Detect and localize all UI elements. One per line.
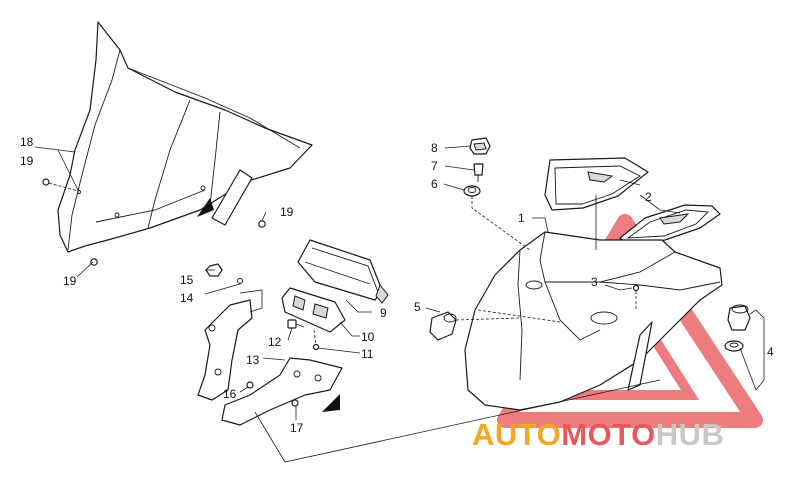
mounting-bracket (197, 299, 253, 401)
callout-6: 6 (431, 177, 438, 191)
watermark-hub: HUB (655, 417, 725, 452)
callout-3: 3 (591, 275, 598, 289)
switch-5 (429, 311, 521, 341)
callout-9: 9 (380, 306, 387, 320)
screw-3 (632, 284, 640, 310)
windshield (57, 21, 313, 253)
callout-7: 7 (431, 159, 438, 173)
callout-labels: 1 2 3 4 5 6 7 8 9 10 11 12 13 14 15 16 1… (20, 135, 774, 435)
lower-bracket (221, 357, 343, 426)
callout-16: 16 (223, 387, 237, 401)
callout-8: 8 (431, 141, 438, 155)
callout-12: 12 (268, 335, 282, 349)
hood-fairing (464, 231, 723, 411)
direction-arrow-right (322, 394, 340, 412)
cluster-bracket (281, 287, 346, 351)
instrument-cluster (297, 239, 389, 304)
callout-11: 11 (361, 347, 374, 361)
callout-5: 5 (414, 300, 421, 314)
component-4 (724, 304, 751, 352)
watermark-auto: AUTO (472, 417, 562, 452)
callout-13: 13 (246, 353, 260, 367)
screw-19-b (90, 258, 98, 266)
callout-4: 4 (767, 345, 774, 359)
screw-19-c (258, 220, 266, 228)
washer-14 (237, 278, 243, 284)
callout-10: 10 (361, 330, 375, 344)
visor-upper (544, 157, 649, 211)
screw-19-a (42, 178, 79, 192)
callout-19: 19 (20, 154, 34, 168)
callout-2: 2 (645, 190, 652, 204)
windshield-brace (211, 169, 253, 226)
direction-arrow-left (197, 198, 214, 217)
bolt-12 (287, 319, 305, 329)
callout-14: 14 (180, 291, 194, 305)
callout-19-lower: 19 (63, 274, 77, 288)
callout-18: 18 (20, 135, 34, 149)
callout-19-right: 19 (280, 205, 294, 219)
watermark-wordmark: AUTOMOTOHUB (472, 417, 724, 453)
ignition-key-cap (469, 137, 491, 155)
callout-1: 1 (518, 211, 525, 225)
callout-15: 15 (180, 273, 194, 287)
leader-lines (34, 145, 765, 463)
ignition-key (473, 163, 484, 182)
ignition-ring (463, 185, 531, 251)
visor-lower (619, 204, 721, 247)
watermark-moto: MOTO (561, 417, 656, 452)
callout-17: 17 (290, 421, 304, 435)
